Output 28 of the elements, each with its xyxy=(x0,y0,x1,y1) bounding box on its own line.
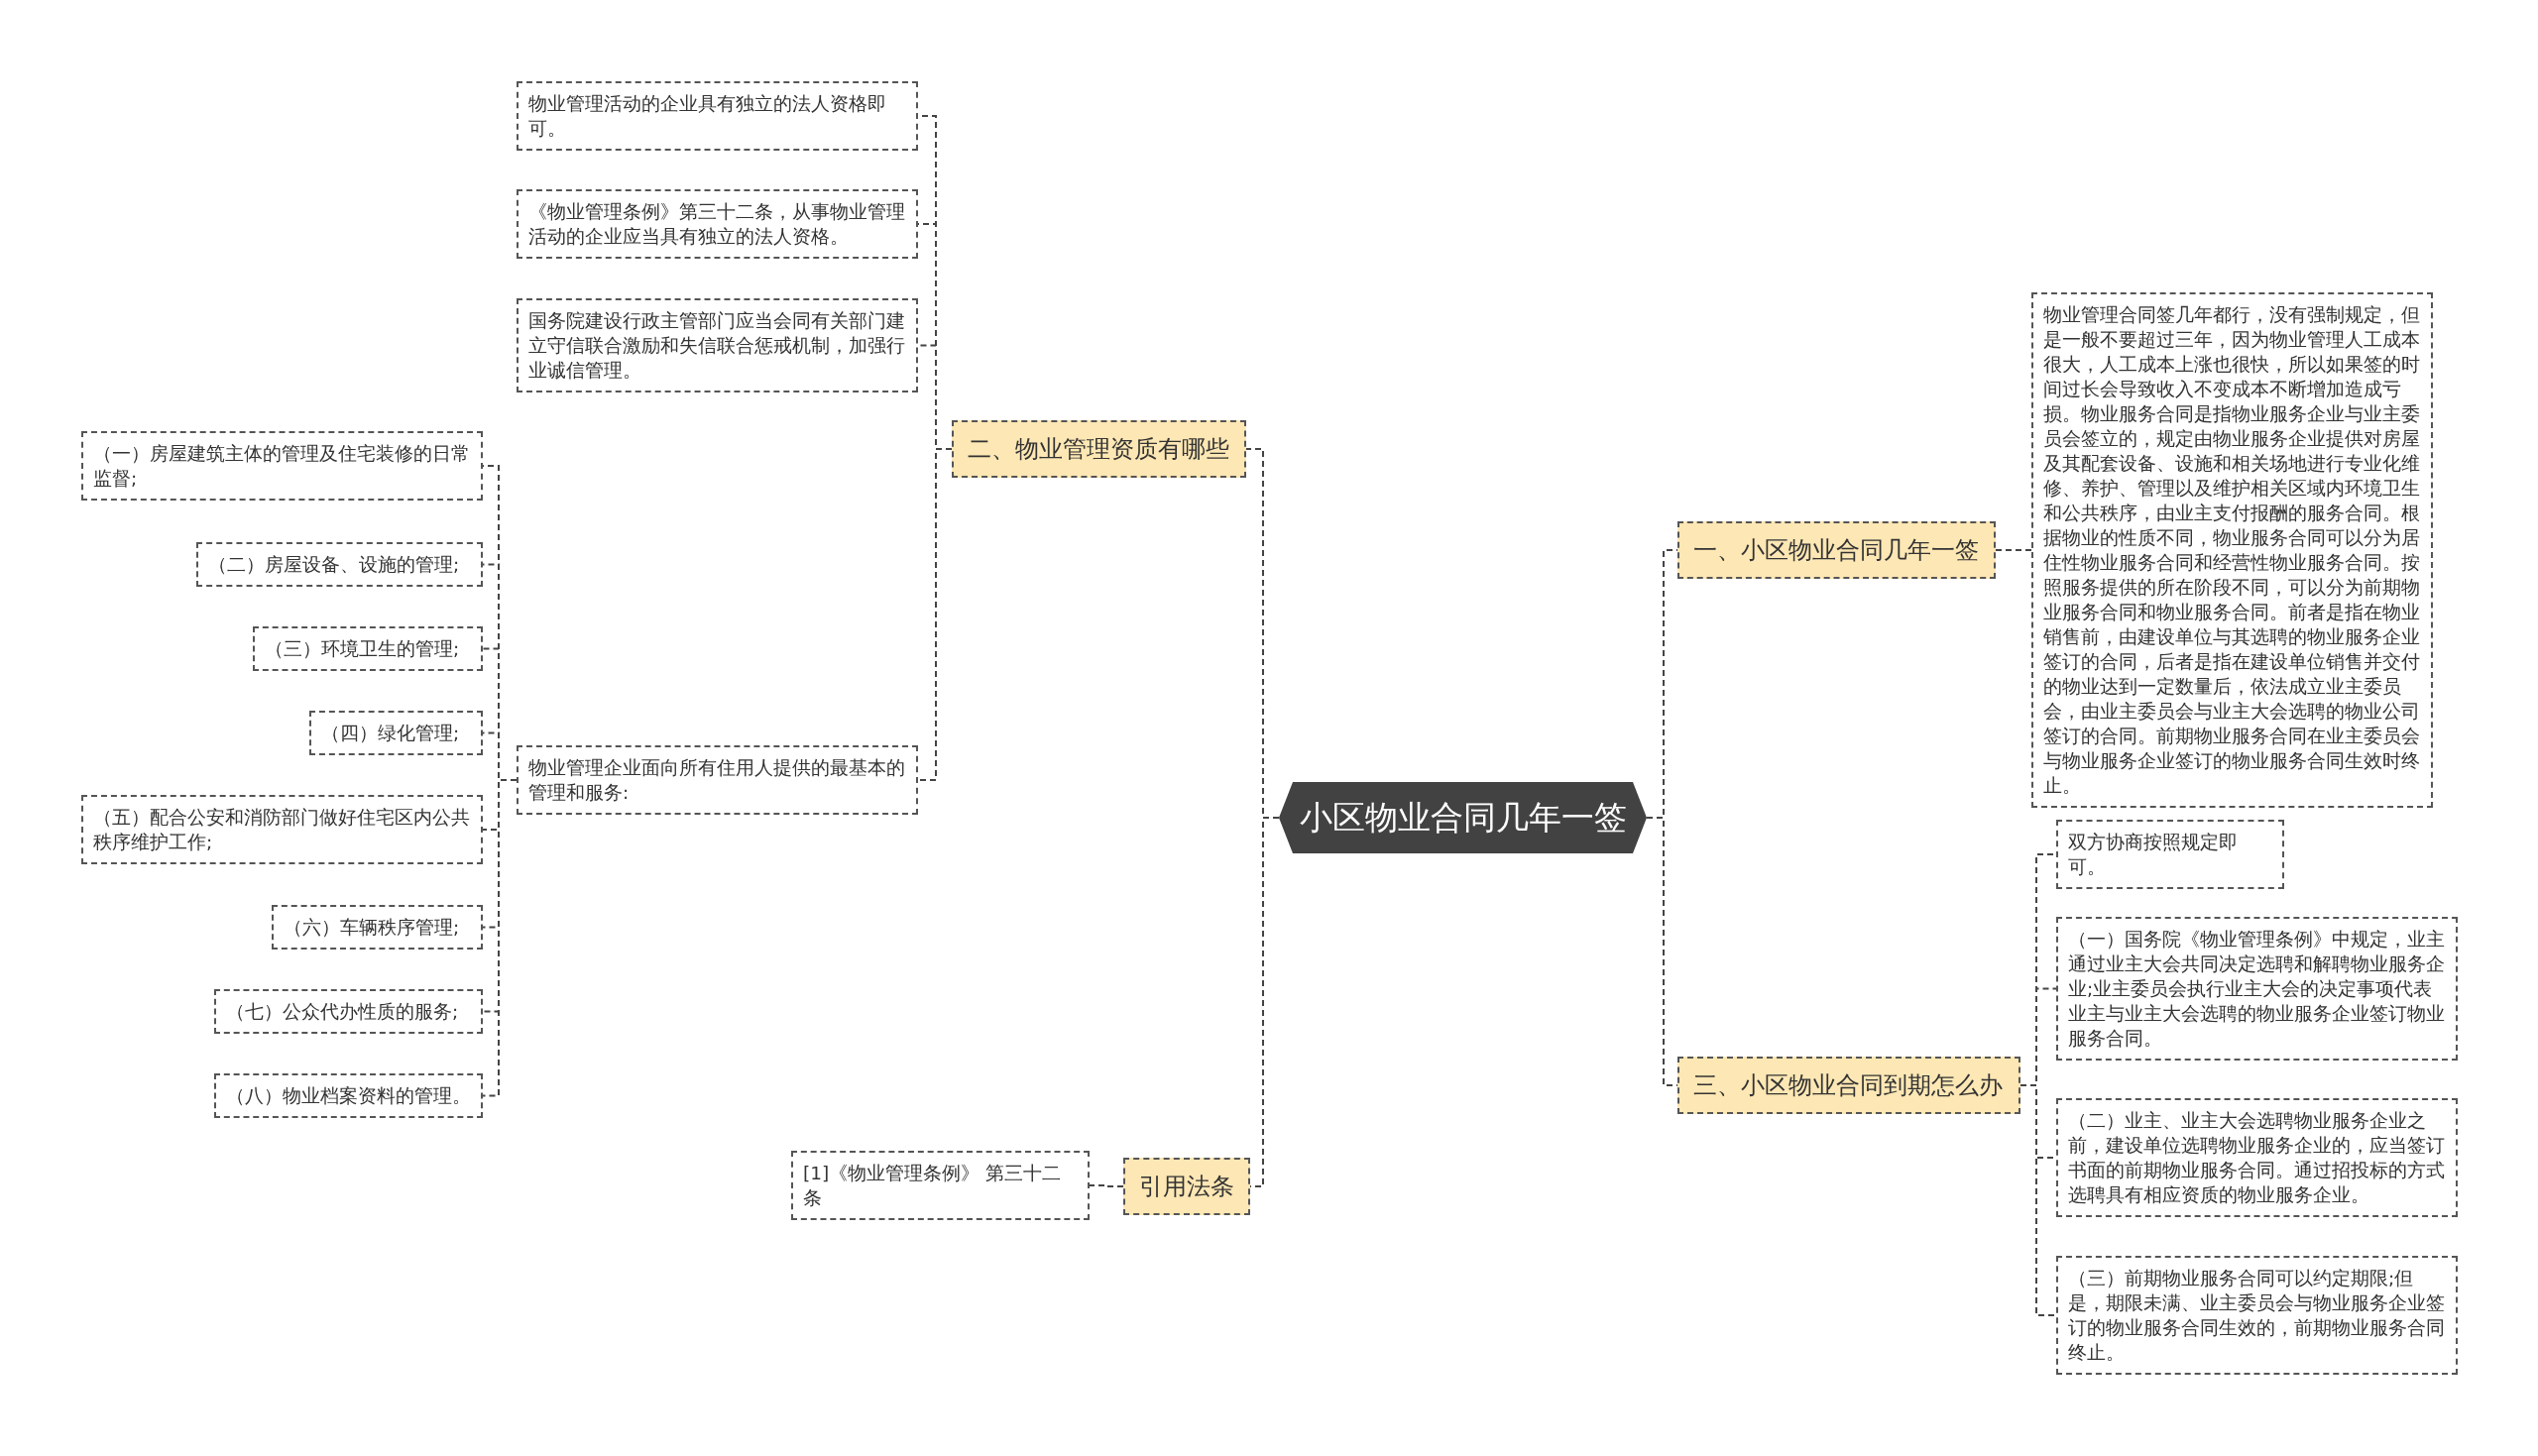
text-box: （二）房屋设备、设施的管理; xyxy=(196,541,483,587)
connector xyxy=(2019,1084,2057,1316)
text-box: （七）公众代办性质的服务; xyxy=(214,988,483,1034)
text-box: （三）环境卫生的管理; xyxy=(253,625,483,671)
text-box: [1]《物业管理条例》 第三十二条 xyxy=(791,1151,1090,1220)
text-box: 国务院建设行政主管部门应当会同有关部门建立守信联合激励和失信联合惩戒机制，加强行业诚信管理。 xyxy=(517,297,918,392)
topic-box: 引用法条 xyxy=(1123,1158,1250,1215)
text-box: （八）物业档案资料的管理。 xyxy=(214,1072,483,1118)
text-box: （一）房屋建筑主体的管理及住宅装修的日常监督; xyxy=(81,431,483,501)
text-box: （四）绿化管理; xyxy=(309,710,483,755)
text-box: （三）前期物业服务合同可以约定期限;但是，期限未满、业主委员会与物业服务企业签订的物业服务合同生效的，前期物业服务合同终止。 xyxy=(2056,1256,2458,1375)
text-box: （五）配合公安和消防部门做好住宅区内公共秩序维护工作; xyxy=(81,795,483,864)
text-box: 物业管理合同签几年都行，没有强制规定，但是一般不要超过三年，因为物业管理人工成本很大，人工成本上涨也很快，所以如果签的时间过长会导致收入不变成本不断增加造成亏损。物业服务合同是指物业服务企业与业主委员会签立的，规定由物业服务企业提供对房屋及其配套设备、设施和相关场地进行专业化维修、养护、管理以及维护相关区域内环境卫生和公共秩序，由业主支付报酬的服务合同。根据物业的性质不同，物业服务合同可以分为居住性物业服务合同和经营性物业服务合同。按照服务提供的所在阶段不同，可以分为前期物业服务合同和物业服务合同。前者是指在物业销售前，由建设单位与其选聘的物业服务企业签订的合同，后者是指在建设单位销售并交付的物业达到一定数量后，依法成立业主委员会，由业主委员会与业主大会选聘的物业公司签订的合同。前期物业服务合同在业主委员会与物业服务企业签订的物业服务合同生效时终止。 xyxy=(2031,292,2433,808)
text-box: 双方协商按照规定即可。 xyxy=(2056,820,2284,889)
text-box: 《物业管理条例》第三十二条，从事物业管理活动的企业应当具有独立的法人资格。 xyxy=(517,189,918,259)
text-box: （六）车辆秩序管理; xyxy=(272,904,483,950)
text-box: （一）国务院《物业管理条例》中规定，业主通过业主大会共同决定选聘和解聘物业服务企业;业主委员会执行业主大会的决定事项代表业主与业主大会选聘的物业服务企业签订物业服务合同。 xyxy=(2056,916,2458,1061)
text-box: 物业管理企业面向所有住用人提供的最基本的管理和服务: xyxy=(517,745,918,815)
connector xyxy=(1089,1184,1124,1187)
topic-box: 三、小区物业合同到期怎么办 xyxy=(1677,1057,2020,1114)
topic-box: 二、物业管理资质有哪些 xyxy=(952,420,1246,478)
central-topic-hexagon: 小区物业合同几年一签 xyxy=(1279,782,1647,853)
connector xyxy=(1995,549,2032,551)
connector xyxy=(917,448,953,781)
text-box: 物业管理活动的企业具有独立的法人资格即可。 xyxy=(517,81,918,151)
topic-box: 一、小区物业合同几年一签 xyxy=(1677,521,1996,579)
text-box: （二）业主、业主大会选聘物业服务企业之前，建设单位选聘物业服务企业的，应当签订书面的前期物业服务合同。通过招投标的方式选聘具有相应资质的物业服务企业。 xyxy=(2056,1098,2458,1217)
connector xyxy=(482,779,518,1097)
